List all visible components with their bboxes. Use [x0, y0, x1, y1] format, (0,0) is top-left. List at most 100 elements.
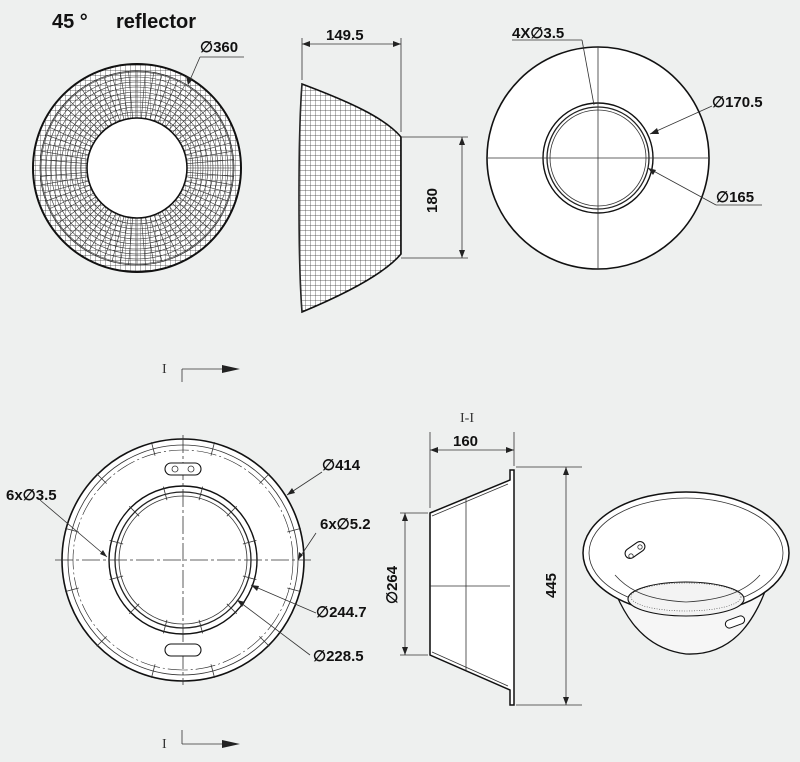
dim-holes-4x: 4X∅3.5 — [512, 25, 595, 106]
dim-445: 445 — [516, 466, 582, 706]
ring-tick-mark — [287, 587, 301, 592]
mesh-radial-line — [43, 142, 89, 156]
mesh-radial-line — [41, 176, 88, 186]
mesh-radial-line — [57, 196, 97, 224]
mesh-radial-line — [165, 88, 193, 128]
mesh-radial-line — [111, 216, 125, 262]
mesh-radial-line — [74, 93, 106, 130]
dim-diameter-228: ∅228.5 — [236, 599, 364, 665]
ring-tick-mark — [242, 575, 257, 581]
mesh-ring-line — [50, 81, 224, 255]
front-outer-diameter-label: ∅414 — [322, 457, 361, 474]
section-view — [429, 469, 515, 706]
section-mark-bottom-label: I — [162, 737, 167, 752]
front-view-mesh — [32, 63, 242, 273]
mesh-radial-line — [168, 206, 200, 243]
mesh-radial-line — [48, 188, 92, 210]
dim-diameter-165: ∅165 — [647, 167, 762, 206]
mesh-radial-line — [172, 203, 206, 237]
mesh-ring-line — [60, 91, 214, 245]
mesh-radial-line — [103, 76, 121, 122]
mesh-radial-line — [119, 217, 129, 264]
dim-diameter-360: ∅360 — [186, 39, 244, 85]
ring-tick-mark — [287, 528, 301, 533]
section-label: I-I — [460, 411, 474, 426]
front-holes-left-label: 6x∅3.5 — [6, 487, 57, 504]
front-view-rings — [55, 435, 311, 685]
mesh-radial-line — [128, 71, 133, 119]
mesh-radial-line — [180, 119, 222, 144]
mesh-radial-line — [180, 192, 222, 217]
mesh-radial-line — [186, 172, 234, 177]
mesh-radial-line — [81, 208, 109, 248]
mesh-ring-line — [80, 111, 194, 225]
dim-diameter-244: ∅244.7 — [250, 584, 367, 621]
mesh-radial-line — [52, 119, 94, 144]
mesh-radial-line — [182, 188, 226, 210]
mesh-radial-line — [172, 99, 206, 133]
mesh-radial-line — [183, 184, 229, 202]
perspective-view — [582, 491, 790, 655]
back-holes-label: 4X∅3.5 — [512, 25, 564, 42]
mesh-radial-line — [149, 216, 163, 262]
mesh-radial-line — [185, 142, 231, 156]
mesh-ring-line — [40, 71, 234, 265]
ring-tick-mark — [109, 575, 124, 581]
mesh-ring-line — [55, 86, 219, 250]
mesh-radial-line — [157, 79, 179, 123]
mesh-radial-line — [185, 180, 231, 194]
ring-tick-mark — [128, 505, 140, 517]
mesh-radial-line — [62, 105, 99, 137]
mesh-radial-line — [168, 93, 200, 130]
mesh-ring-line — [75, 106, 199, 230]
mesh-radial-line — [149, 74, 163, 120]
dim-holes-6x-3.5: 6x∅3.5 — [6, 487, 108, 558]
mesh-radial-line — [52, 192, 94, 217]
mesh-radial-line — [175, 199, 212, 231]
mesh-ring-line — [70, 101, 204, 235]
front-ring1-diameter-label: ∅244.7 — [316, 604, 367, 621]
mesh-radial-line — [88, 211, 113, 253]
back-view — [486, 46, 710, 270]
mesh-radial-line — [141, 71, 146, 119]
side-height-label: 180 — [424, 188, 441, 213]
ring-tick-mark — [226, 603, 238, 615]
mesh-radial-line — [145, 72, 155, 119]
mesh-radial-line — [161, 211, 186, 253]
dim-diameter-414: ∅414 — [286, 457, 361, 496]
side-depth-label: 149.5 — [326, 27, 364, 44]
mesh-radial-line — [68, 203, 102, 237]
dim-depth-160: 160 — [429, 432, 515, 508]
ring-tick-mark — [259, 636, 270, 647]
ring-tick-mark — [151, 442, 156, 456]
dim-holes-6x-5.2: 6x∅5.2 — [297, 516, 371, 561]
mesh-radial-line — [41, 150, 88, 160]
ring-tick-mark — [210, 664, 215, 678]
title-name: reflector — [116, 11, 196, 33]
front-holes-right-label: 6x∅5.2 — [320, 516, 371, 533]
mesh-radial-line — [43, 180, 89, 194]
mesh-radial-line — [40, 159, 88, 164]
mesh-radial-line — [177, 112, 217, 140]
mesh-radial-line — [182, 126, 226, 148]
ring-tick-mark — [162, 619, 168, 634]
section-small-diameter-label: ∅264 — [384, 565, 401, 604]
ring-tick-mark — [198, 486, 204, 501]
mesh-radial-line — [175, 105, 212, 137]
mesh-radial-line — [103, 214, 121, 260]
mesh-radial-line — [157, 213, 179, 257]
section-mark-top: I — [162, 362, 240, 382]
mesh-radial-line — [88, 83, 113, 125]
front-ring2-diameter-label: ∅228.5 — [313, 648, 364, 665]
ring-tick-mark — [65, 587, 79, 592]
ring-tick-mark — [96, 636, 107, 647]
section-mark-bottom: I — [162, 730, 240, 752]
ring-tick-mark — [96, 473, 107, 484]
mesh-radial-line — [74, 206, 106, 243]
ring-tick-mark — [128, 603, 140, 615]
dim-height-180: 180 — [401, 136, 468, 259]
mesh-radial-line — [40, 172, 88, 177]
mesh-radial-line — [68, 99, 102, 133]
